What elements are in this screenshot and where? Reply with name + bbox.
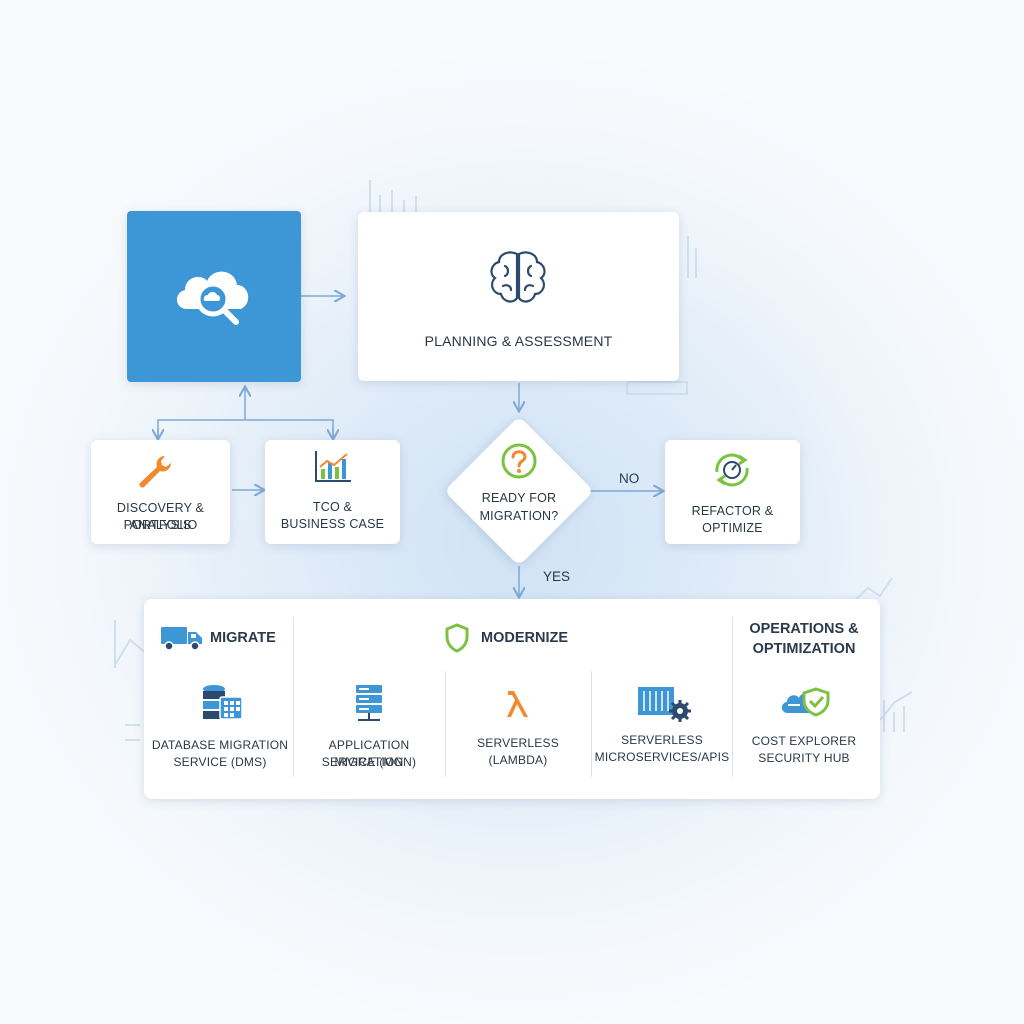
yes-edge-label: YES [543, 569, 571, 584]
modernize-header: MODERNIZE [481, 630, 568, 646]
question-icon [501, 443, 537, 479]
service-item-label-line1: DATABASE MIGRATION [151, 738, 289, 752]
refactor-label-line2: OPTIMIZE [702, 521, 763, 535]
container-gear-icon [638, 687, 691, 722]
truck-icon [161, 627, 202, 651]
refactor-label-line1: REFACTOR & [691, 504, 774, 518]
lambda-icon [507, 691, 528, 717]
panel-divider [445, 671, 446, 777]
cloud-shield-icon [781, 687, 830, 717]
panel-divider [732, 617, 733, 777]
refactor-node[interactable]: REFACTOR & OPTIMIZE [665, 440, 800, 544]
planning-assessment-node[interactable]: PLANNING & ASSESSMENT [358, 212, 679, 381]
discovery-label-line2: ANALYSIS [129, 518, 192, 532]
operations-header-line1: OPERATIONS & [749, 621, 859, 637]
service-item-label-line1: SERVERLESS [621, 733, 703, 747]
service-item-label-line2: MICROSERVICES/APIS [594, 750, 730, 764]
brain-icon [490, 251, 546, 303]
decision-node[interactable]: READY FOR MIGRATION? [444, 416, 594, 566]
service-item-label-line2: (LAMBDA) [488, 753, 548, 767]
panel-divider [591, 671, 592, 777]
server-stack-icon [356, 685, 382, 721]
cloud-search-node[interactable] [127, 211, 301, 382]
service-item-mgn[interactable]: APPLICATION MIGRATION SERVICE (MGN) [296, 683, 442, 773]
gauge-refresh-icon [715, 453, 749, 487]
service-item-microservices[interactable]: SERVERLESS MICROSERVICES/APIS [592, 683, 732, 773]
service-item-label-line1: APPLICATION MIGRATION [328, 738, 410, 769]
panel-divider [293, 617, 294, 777]
database-grid-icon [203, 685, 243, 720]
tco-label-line1: TCO & [312, 500, 353, 514]
service-item-label-line1: SERVERLESS [477, 736, 559, 750]
service-item-dms[interactable]: DATABASE MIGRATION SERVICE (DMS) [150, 683, 290, 773]
decision-label-line2: MIGRATION? [479, 509, 559, 523]
shield-icon [445, 623, 469, 653]
no-edge-label: NO [619, 471, 640, 486]
service-item-label-line2: SERVICE (MGN) [321, 755, 417, 769]
wrench-icon [139, 456, 171, 488]
operations-header-line2: OPTIMIZATION [752, 641, 856, 657]
tco-label-line2: BUSINESS CASE [280, 517, 385, 531]
discovery-node[interactable]: DISCOVERY & PORTFOLIO ANALYSIS [91, 440, 230, 544]
discovery-label-line1: DISCOVERY & PORTFOLIO [116, 501, 205, 532]
service-item-label-line1: COST EXPLORER [751, 734, 857, 748]
tco-node[interactable]: TCO & BUSINESS CASE [265, 440, 400, 544]
services-panel: MIGRATE MODERNIZE OPERATIONS & OPTIMIZAT… [144, 599, 880, 799]
decision-label-line1: READY FOR [481, 491, 557, 505]
cloud-search-icon [176, 271, 249, 325]
bar-chart-icon [315, 451, 351, 482]
service-item-lambda[interactable]: SERVERLESS (LAMBDA) [446, 683, 590, 773]
edge-split [157, 419, 334, 438]
migrate-header: MIGRATE [210, 630, 276, 646]
service-item-label-line2: SECURITY HUB [758, 751, 850, 765]
service-item-operations[interactable]: COST EXPLORER SECURITY HUB [734, 683, 874, 773]
planning-label: PLANNING & ASSESSMENT [424, 333, 613, 349]
service-item-label-line2: SERVICE (DMS) [173, 755, 267, 769]
